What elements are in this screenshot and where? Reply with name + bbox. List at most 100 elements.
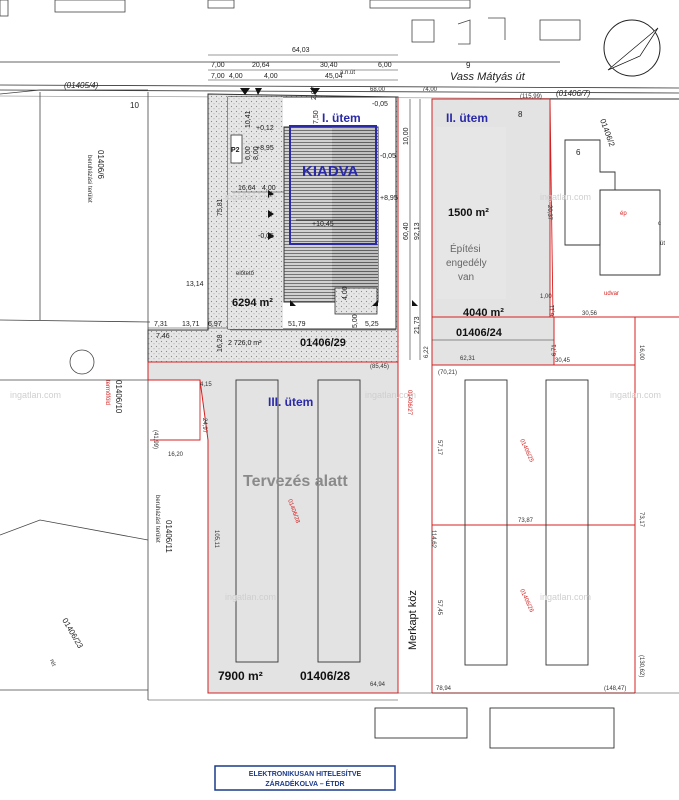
stage2-title: II. ütem: [446, 111, 488, 125]
dim: 62,31: [460, 356, 476, 362]
dim: 13,14: [186, 281, 204, 288]
dim: 21,73: [414, 316, 421, 334]
dim: 16,64: [238, 185, 256, 192]
lane-name: Merkapt köz: [407, 590, 419, 650]
dim: 10,41: [245, 110, 252, 128]
stage2-parcel: 01406/24: [456, 327, 503, 339]
parcel-right-top: (01406/7): [556, 89, 591, 98]
stage1-parcel: 01406/29: [300, 337, 346, 349]
lot-number: 8: [518, 110, 523, 119]
stage1-building-outline: [289, 125, 377, 245]
dim: (70,21): [438, 370, 457, 376]
level: +8,95: [380, 195, 398, 202]
stage3-title: III. ütem: [268, 395, 313, 409]
dim: 92,13: [414, 222, 421, 240]
stage1-sub-area: 2 726,0 m²: [228, 340, 262, 347]
dim: 7,31: [154, 321, 168, 328]
dim: 20,37: [546, 205, 552, 221]
dim: 6,97: [208, 321, 222, 328]
watermark: ingatlan.com: [10, 390, 61, 400]
front-dim: 7,00: [211, 62, 225, 69]
dim: 8,00: [253, 146, 260, 160]
parcel-label: 01406/10: [114, 380, 123, 414]
stage3-status: Tervezés alatt: [243, 473, 348, 490]
dim: 16,00: [638, 345, 644, 361]
watermark: ingatlan.com: [225, 592, 276, 602]
note: udvar: [604, 291, 619, 297]
note: c: [658, 221, 661, 227]
permit-line: engedély: [446, 258, 487, 269]
dim: 2,07: [311, 86, 318, 100]
level: +8,95: [256, 145, 274, 152]
front-dim: 45,04: [325, 73, 343, 80]
stage2-labels: II. ütem 1500 m² Építési engedély van 40…: [403, 111, 598, 364]
dim: 7,50: [313, 110, 320, 124]
dim: 30,56: [582, 311, 598, 317]
front-dim: 20,64: [252, 62, 270, 69]
lane-and-right-parcels: [148, 97, 679, 701]
parcel-label: 01406/23: [60, 617, 85, 651]
dim: 4,00: [262, 185, 276, 192]
dim: 6,22: [424, 346, 430, 358]
neighbour-buildings-top: [0, 0, 581, 45]
level: +10,45: [312, 221, 334, 228]
parcel-label: 68,00: [370, 87, 386, 93]
stage3-zone: [147, 361, 399, 694]
watermark: ingatlan.com: [540, 192, 591, 202]
dim: 64,94: [370, 682, 386, 688]
stage1-status: KIADVA: [302, 163, 359, 180]
lot-number: 6: [576, 148, 581, 157]
parcel-note: rét: [48, 659, 56, 668]
p2-label: P2: [231, 147, 240, 154]
level: -0,05: [372, 101, 388, 108]
note: előtető: [236, 271, 255, 277]
dim: 16,28: [217, 334, 224, 352]
stage1-title: I. ütem: [322, 111, 361, 125]
street-name: Vass Mátyás út: [450, 71, 526, 83]
dim: 60,40: [403, 222, 410, 240]
axis-mark: a.n.út: [340, 70, 355, 76]
authentication-stamp: ELEKTRONIKUSAN HITELESÍTVE ZÁRADÉKOLVA –…: [214, 765, 396, 791]
stage1-zone: [147, 88, 418, 363]
dim: 73,17: [638, 512, 644, 528]
dim: 75,81: [217, 198, 224, 216]
stamp-line: ZÁRADÉKOLVA – ÉTDR: [265, 779, 344, 788]
front-dim: 4,00: [229, 73, 243, 80]
bottom-buildings: [374, 707, 615, 749]
dim: 7,46: [156, 333, 170, 340]
level: +0,12: [256, 125, 274, 132]
dim: 57,17: [436, 440, 442, 456]
stage2-parcel-area: 4040 m²: [463, 307, 504, 319]
lot-number: 9: [466, 61, 471, 70]
stage3-parcel: 01406/28: [300, 669, 350, 683]
dim: 5,00: [352, 314, 359, 328]
parcel-label: 01406/6: [96, 150, 105, 179]
dimension-lines: [148, 54, 421, 360]
parcel-label: (115,99): [520, 94, 542, 100]
street-lines: [0, 61, 679, 100]
dim: (130,62): [638, 655, 644, 677]
watermark: ingatlan.com: [540, 592, 591, 602]
lot-number: 10: [130, 101, 139, 110]
dim: 6,11: [550, 304, 556, 316]
parcel-note: beruházási terület: [86, 155, 92, 203]
stage1-area: 6294 m²: [232, 297, 273, 309]
stamp-line: ELEKTRONIKUSAN HITELESÍTVE: [249, 769, 362, 778]
note: ép: [620, 211, 627, 217]
dim: 73,87: [518, 518, 534, 524]
watermark: ingatlan.com: [225, 192, 276, 202]
dim: 57,45: [436, 600, 442, 616]
parcel-note: termőföld: [104, 380, 110, 405]
watermark: ingatlan.com: [365, 390, 416, 400]
dim: 4,00: [342, 286, 349, 300]
top-dimensions: 64,03 7,00 20,64 30,40 6,00 7,00 4,00 4,…: [211, 47, 542, 100]
parcel-red: 01406/25: [518, 438, 534, 464]
dim: 16,20: [168, 452, 184, 458]
dim: 13,71: [182, 321, 200, 328]
parcel-label: 01406/2: [598, 118, 617, 149]
dim: 51,79: [288, 321, 306, 328]
right-neighbour-buildings: [549, 98, 679, 318]
dim: 1,00: [540, 294, 552, 300]
front-dim: 6,00: [378, 62, 392, 69]
dim: 6,71: [552, 344, 558, 356]
